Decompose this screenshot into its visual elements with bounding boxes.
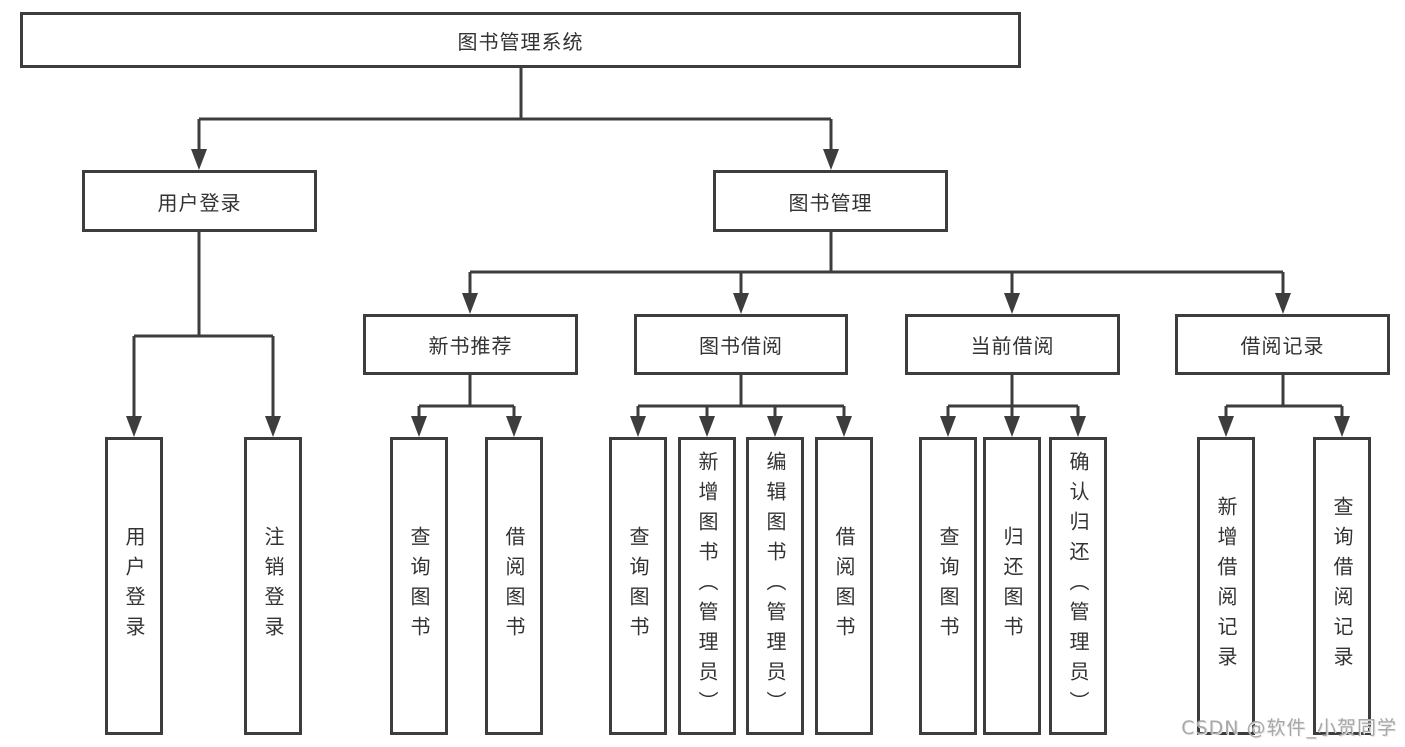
node-borrowing-records: 借阅记录 (1175, 314, 1390, 375)
node-label: 借阅记录 (1240, 334, 1325, 358)
node-book-management: 图书管理 (713, 170, 948, 232)
node-label: 编辑图书（管理员） (763, 451, 787, 721)
node-label: 用户登录 (157, 190, 242, 215)
leaf-add-borrow-record: 新增借阅记录 (1197, 437, 1255, 735)
leaf-query-books-recommend: 查询图书 (390, 437, 448, 735)
node-label: 确认归还（管理员） (1066, 451, 1090, 721)
node-current-borrowing: 当前借阅 (905, 314, 1120, 375)
leaf-edit-book-admin: 编辑图书（管理员） (746, 437, 804, 735)
leaf-confirm-return-admin: 确认归还（管理员） (1049, 437, 1107, 735)
node-label: 查询图书 (407, 526, 431, 646)
leaf-query-borrow-record: 查询借阅记录 (1313, 437, 1371, 735)
leaf-borrow-books: 借阅图书 (815, 437, 873, 735)
node-new-book-recommendation: 新书推荐 (363, 314, 578, 375)
node-label: 图书管理 (788, 190, 873, 215)
node-label: 借阅图书 (502, 526, 526, 646)
node-label: 新增图书（管理员） (695, 451, 719, 721)
leaf-add-book-admin: 新增图书（管理员） (678, 437, 736, 735)
node-label: 图书借阅 (699, 334, 783, 358)
node-label: 借阅图书 (832, 526, 856, 646)
node-book-borrowing: 图书借阅 (634, 314, 848, 375)
watermark-text: CSDN @软件_小贺同学 (1181, 717, 1397, 739)
leaf-logout: 注销登录 (244, 437, 302, 735)
leaf-user-login: 用户登录 (105, 437, 163, 735)
leaf-borrow-books-recommend: 借阅图书 (485, 437, 543, 735)
leaf-query-books-borrowing: 查询图书 (609, 437, 667, 735)
node-label: 用户登录 (122, 526, 146, 646)
node-label: 注销登录 (261, 526, 285, 646)
node-label: 查询图书 (936, 526, 960, 646)
node-label: 新书推荐 (428, 334, 513, 358)
node-label: 图书管理系统 (457, 29, 584, 54)
leaf-query-books-current: 查询图书 (919, 437, 977, 735)
node-library-management-system: 图书管理系统 (20, 12, 1021, 68)
node-label: 查询图书 (626, 526, 650, 646)
node-label: 查询借阅记录 (1330, 496, 1354, 676)
node-label: 新增借阅记录 (1214, 496, 1238, 676)
node-user-login: 用户登录 (82, 170, 317, 232)
node-label: 归还图书 (1000, 526, 1024, 646)
leaf-return-books: 归还图书 (983, 437, 1041, 735)
node-label: 当前借阅 (970, 334, 1055, 358)
